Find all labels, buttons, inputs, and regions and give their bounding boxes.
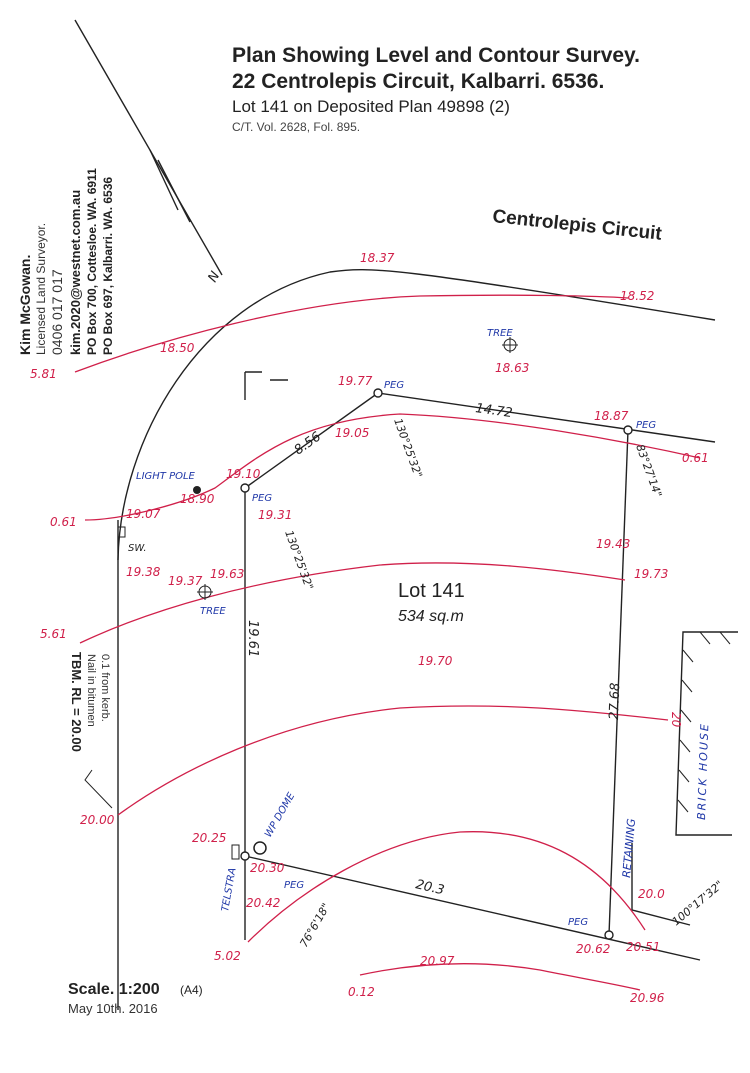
kerb-line <box>117 268 716 561</box>
level: 18.63 <box>495 361 529 375</box>
retaining-label: RETAINING <box>620 818 638 878</box>
level: 20.0 <box>638 887 665 901</box>
level: 19.38 <box>126 565 161 579</box>
level: 5.81 <box>30 367 57 381</box>
surveyor-role: Licensed Land Surveyor. <box>34 223 48 355</box>
level: 19.77 <box>338 374 373 388</box>
surveyor-address-1: PO Box 700, Cottesloe. WA. 6911 <box>85 168 99 355</box>
certificate-of-title: C/T. Vol. 2628, Fol. 895. <box>232 120 360 134</box>
angle-4: 100°17'32" <box>670 878 726 928</box>
dimension-8-56: 8.56 <box>292 429 324 458</box>
level: 20.96 <box>630 991 665 1005</box>
wp-dome-icon <box>253 841 267 855</box>
angle-1: 130°25'32" <box>391 417 425 480</box>
brick-house-label: BRICK HOUSE <box>695 722 711 820</box>
lot-boundary <box>244 371 716 961</box>
surveyor-name: Kim McGowan. <box>17 255 33 355</box>
brick-house-outline <box>675 631 738 836</box>
angle-2: 130°25'32" <box>282 529 316 592</box>
light-pole-label: LIGHT POLE <box>136 471 196 482</box>
tbm-desc: Nail in bitumen <box>85 654 97 727</box>
tree-icon <box>197 584 213 600</box>
peg-label: PEG <box>284 880 304 891</box>
level: 20.97 <box>420 954 455 968</box>
tbm-arrow <box>84 769 113 809</box>
lot-name: Lot 141 <box>398 580 465 602</box>
scale: Scale. 1:200 <box>68 981 160 998</box>
level: 19.43 <box>596 537 630 551</box>
north-arrow: N <box>74 19 223 285</box>
dimension-19-61: 19.61 <box>245 620 260 657</box>
level: 0.61 <box>682 451 709 465</box>
level: 19.63 <box>210 567 244 581</box>
surveyor-address-2: PO Box 697, Kalbarri. WA. 6536 <box>101 177 115 355</box>
dimension-27-68: 27.68 <box>607 682 623 720</box>
tree-label: TREE <box>487 328 513 339</box>
lot-description: Lot 141 on Deposited Plan 49898 (2) <box>232 97 510 116</box>
level: 5.61 <box>40 627 67 641</box>
sewer-label: SW. <box>128 543 147 554</box>
level: 0.61 <box>50 515 77 529</box>
tbm-note: TBM. RL = 20.00 Nail in bitumen 0.1 from… <box>69 652 111 752</box>
surveyor-block: Kim McGowan. Licensed Land Surveyor. 040… <box>17 168 115 355</box>
tbm-offset: 0.1 from kerb. <box>99 654 111 722</box>
tree-icon <box>502 337 518 353</box>
surveyor-phone: 0406 017 017 <box>49 269 65 355</box>
telstra-label: TELSTRA <box>220 867 239 913</box>
survey-date: May 10th. 2016 <box>68 1001 158 1016</box>
level: 18.50 <box>160 341 195 355</box>
angle-3: 83°27'14" <box>633 443 664 500</box>
address-title: 22 Centrolepis Circuit, Kalbarri. 6536. <box>232 70 604 93</box>
level: 18.87 <box>594 409 629 423</box>
contour-lines <box>74 294 701 991</box>
surveyor-email: kim.2020@westnet.com.au <box>68 190 83 355</box>
level: 19.05 <box>335 426 369 440</box>
level: 20.62 <box>576 942 610 956</box>
level: 0.12 <box>348 985 375 999</box>
level: 18.90 <box>180 492 215 506</box>
level: 18.52 <box>620 289 654 303</box>
level: 19.70 <box>418 654 453 668</box>
angle-5: 76°6'18" <box>297 901 333 950</box>
level: 20.00 <box>80 813 115 827</box>
level: 19.73 <box>634 567 668 581</box>
house-hatch <box>677 631 731 813</box>
level: 20 <box>669 712 683 728</box>
level: 19.37 <box>168 574 203 588</box>
tree-label: TREE <box>200 606 226 617</box>
peg-label: PEG <box>636 420 656 431</box>
level: 20.30 <box>250 861 285 875</box>
level: 18.37 <box>360 251 395 265</box>
light-pole-icon <box>193 486 201 494</box>
wp-dome-label: WP DOME <box>263 790 298 839</box>
dimension-14-72: 14.72 <box>474 401 513 421</box>
paper-size: (A4) <box>180 983 203 997</box>
peg-label: PEG <box>252 493 272 504</box>
level: 5.02 <box>214 949 241 963</box>
level: 19.31 <box>258 508 292 522</box>
peg-label: PEG <box>384 380 404 391</box>
telstra-pit-icon <box>231 844 240 860</box>
plan-title: Plan Showing Level and Contour Survey. <box>232 44 640 67</box>
lot-area: 534 sq.m <box>398 608 464 625</box>
level: 19.10 <box>226 467 261 481</box>
peg-label: PEG <box>568 917 588 928</box>
sewer-box-icon <box>117 526 126 538</box>
level: 20.42 <box>246 896 280 910</box>
street-name: Centrolepis Circuit <box>491 206 663 245</box>
pegs <box>240 388 633 940</box>
tbm-level: TBM. RL = 20.00 <box>69 652 84 752</box>
level: 20.25 <box>192 831 226 845</box>
north-label: N <box>205 269 223 285</box>
level: 19.07 <box>126 507 161 521</box>
dimension-20-3: 20.3 <box>414 877 446 898</box>
level: 20.51 <box>626 940 660 954</box>
